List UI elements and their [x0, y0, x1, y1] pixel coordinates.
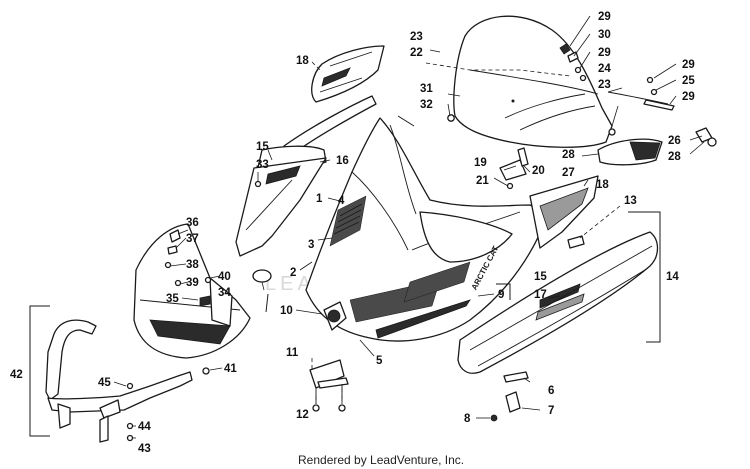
- callout-29-a: 29: [598, 11, 611, 23]
- upper-trim-strip: [283, 95, 377, 157]
- callout-34: 34: [218, 287, 231, 299]
- callout-21: 21: [476, 175, 489, 187]
- callout-33: 33: [256, 159, 269, 171]
- callout-11: 11: [286, 347, 299, 359]
- callout-23-right: 23: [598, 79, 611, 91]
- callout-29-c: 29: [682, 59, 695, 71]
- lower-nose-pan: [133, 223, 251, 359]
- render-credit: Rendered by LeadVenture, Inc.: [298, 453, 464, 467]
- callout-32: 32: [420, 99, 433, 111]
- callout-44: 44: [138, 421, 151, 433]
- hardware-top-right: [643, 76, 717, 147]
- top-vent: [311, 45, 385, 103]
- callout-13: 13: [624, 195, 637, 207]
- bumper-bolts: [126, 382, 134, 442]
- windshield-rivet: [447, 114, 455, 122]
- callout-40: 40: [218, 271, 231, 283]
- callout-8: 8: [464, 413, 471, 425]
- callout-27: 27: [562, 167, 575, 179]
- callout-5: 5: [376, 355, 383, 367]
- side-panel-hardware: [490, 371, 529, 422]
- callout-6: 6: [548, 385, 554, 397]
- callout-31: 31: [420, 83, 433, 95]
- callout-29-b: 29: [598, 47, 611, 59]
- callout-16: 16: [336, 155, 349, 167]
- callout-41: 41: [224, 363, 237, 375]
- callout-24: 24: [598, 63, 611, 75]
- callout-19: 19: [474, 157, 487, 169]
- callout-28-right: 28: [668, 151, 681, 163]
- callout-7: 7: [548, 405, 554, 417]
- callout-12: 12: [296, 409, 309, 421]
- callout-20: 20: [532, 165, 545, 177]
- callout-36: 36: [186, 217, 199, 229]
- callout-23-left: 23: [410, 31, 423, 43]
- callout-22: 22: [410, 47, 423, 59]
- windshield-screws: [559, 43, 587, 82]
- front-bumper: [45, 319, 193, 443]
- main-hood: [305, 117, 549, 342]
- callout-1: 1: [316, 193, 323, 205]
- bumper-rivet: [202, 367, 210, 375]
- bracket-9: [265, 115, 415, 313]
- deflector-rod: [607, 91, 669, 105]
- callout-45: 45: [98, 377, 111, 389]
- callout-28-left: 28: [562, 149, 575, 161]
- callout-3: 3: [308, 239, 314, 251]
- callout-4: 4: [338, 195, 345, 207]
- callout-43: 43: [138, 443, 151, 455]
- callout-42: 42: [10, 369, 23, 381]
- callout-37: 37: [186, 233, 199, 245]
- windshield-bracket: [499, 147, 529, 190]
- callout-25: 25: [682, 75, 695, 87]
- callout-30: 30: [598, 29, 611, 41]
- callout-39: 39: [186, 277, 199, 289]
- side-clip: [567, 235, 585, 249]
- bracket-9-right: [496, 283, 511, 300]
- callout-29-d: 29: [682, 91, 695, 103]
- callout-17: 17: [534, 289, 547, 301]
- panel-knob: [252, 269, 272, 283]
- bracket-14: [628, 211, 661, 343]
- leader-lines: [113, 15, 705, 439]
- callout-18-right: 18: [596, 179, 609, 191]
- callout-15-left: 15: [256, 141, 269, 153]
- windshield: [453, 15, 613, 148]
- callout-38: 38: [186, 259, 199, 271]
- callout-35: 35: [166, 293, 179, 305]
- callout-10: 10: [280, 305, 293, 317]
- callout-2: 2: [290, 267, 296, 279]
- nose-fasteners: [164, 229, 212, 307]
- callout-labels: 18 15 33 16 1 4 3 2 10 5 9 11 12 23 22 3…: [10, 11, 695, 455]
- callout-18-top: 18: [296, 55, 309, 67]
- bracket-42: [29, 305, 50, 437]
- callout-26: 26: [668, 135, 681, 147]
- callout-15-right: 15: [534, 271, 547, 283]
- hood-hinge: [309, 359, 349, 412]
- callout-14: 14: [666, 271, 679, 283]
- callout-9: 9: [498, 289, 504, 301]
- right-side-vent: [529, 175, 599, 249]
